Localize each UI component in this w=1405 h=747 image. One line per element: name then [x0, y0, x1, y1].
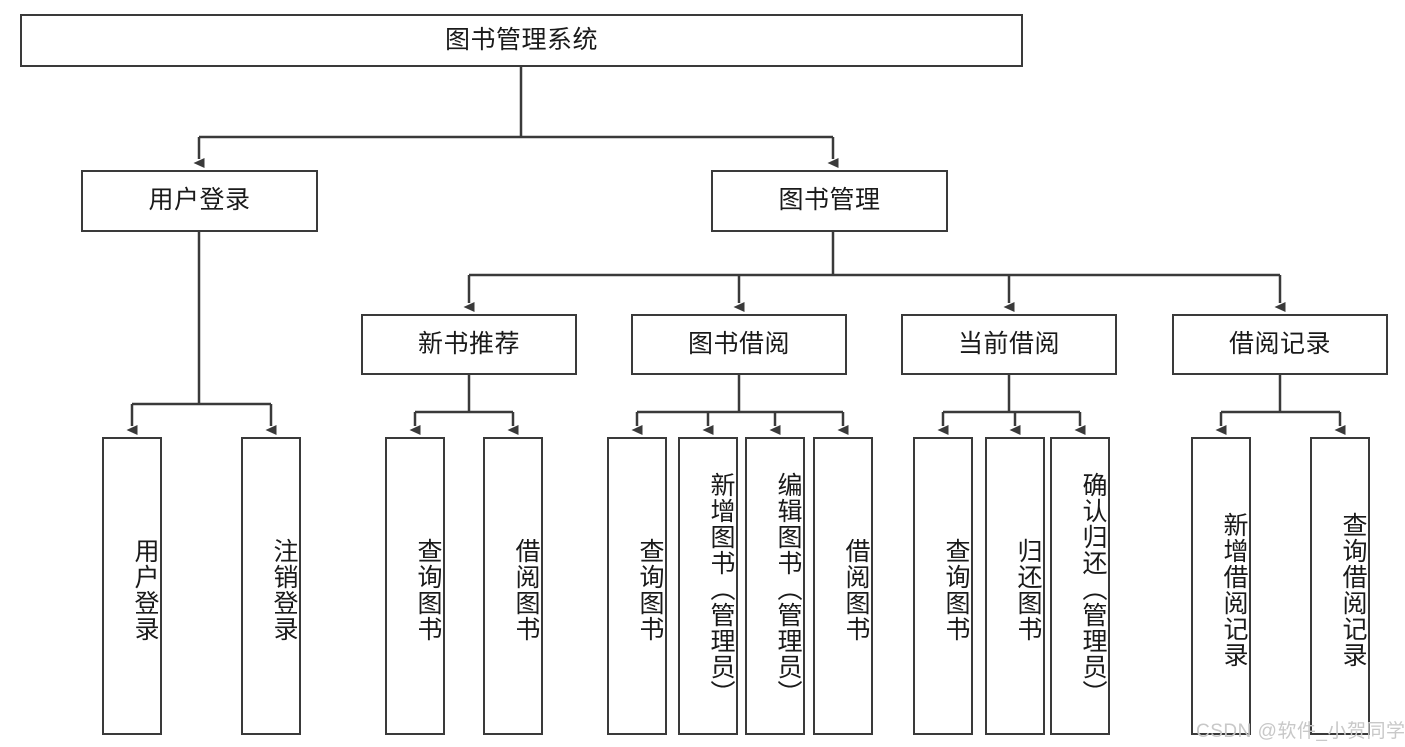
- node-book-management[interactable]: 图书管理: [711, 170, 948, 232]
- leaf-query-book-recommend[interactable]: 查询图书: [385, 437, 445, 735]
- node-current-borrow-label: 当前借阅: [957, 329, 1060, 358]
- leaf-logout[interactable]: 注销登录: [241, 437, 301, 735]
- leaf-query-borrow-record-label: 查询借阅记录: [1339, 512, 1367, 668]
- leaf-confirm-return-admin[interactable]: 确认归还（管理员）: [1050, 437, 1110, 735]
- leaf-add-book-admin[interactable]: 新增图书（管理员）: [678, 437, 738, 735]
- leaf-return-book[interactable]: 归还图书: [985, 437, 1045, 735]
- leaf-add-borrow-record[interactable]: 新增借阅记录: [1191, 437, 1251, 735]
- leaf-add-book-admin-label: 新增图书（管理员）: [707, 472, 735, 706]
- watermark-text: CSDN @软件_小贺同学: [1196, 721, 1405, 742]
- leaf-logout-label: 注销登录: [270, 538, 298, 642]
- leaf-return-book-label: 归还图书: [1014, 538, 1042, 642]
- node-book-management-label: 图书管理: [778, 186, 881, 215]
- node-root[interactable]: 图书管理系统: [20, 14, 1023, 67]
- leaf-borrow-book-recommend[interactable]: 借阅图书: [483, 437, 543, 735]
- leaf-add-borrow-record-label: 新增借阅记录: [1220, 512, 1248, 668]
- leaf-confirm-return-admin-label: 确认归还（管理员）: [1079, 472, 1107, 706]
- node-book-borrow[interactable]: 图书借阅: [631, 314, 847, 375]
- node-borrow-record-label: 借阅记录: [1228, 329, 1331, 358]
- leaf-borrow-book[interactable]: 借阅图书: [813, 437, 873, 735]
- node-current-borrow[interactable]: 当前借阅: [901, 314, 1117, 375]
- node-book-borrow-label: 图书借阅: [687, 329, 790, 358]
- leaf-user-login[interactable]: 用户登录: [102, 437, 162, 735]
- node-new-book-recommend[interactable]: 新书推荐: [361, 314, 577, 375]
- node-root-label: 图书管理系统: [444, 25, 598, 54]
- leaf-query-book-borrow[interactable]: 查询图书: [607, 437, 667, 735]
- leaf-borrow-book-recommend-label: 借阅图书: [512, 538, 540, 642]
- leaf-query-book-borrow-label: 查询图书: [636, 538, 664, 642]
- leaf-query-book-current-label: 查询图书: [942, 538, 970, 642]
- leaf-query-borrow-record[interactable]: 查询借阅记录: [1310, 437, 1370, 735]
- node-new-book-recommend-label: 新书推荐: [417, 329, 520, 358]
- node-user-login-label: 用户登录: [148, 186, 251, 215]
- leaf-query-book-current[interactable]: 查询图书: [913, 437, 973, 735]
- leaf-borrow-book-label: 借阅图书: [842, 538, 870, 642]
- node-user-login[interactable]: 用户登录: [81, 170, 318, 232]
- leaf-edit-book-admin-label: 编辑图书（管理员）: [774, 472, 802, 706]
- leaf-user-login-label: 用户登录: [131, 538, 159, 642]
- leaf-edit-book-admin[interactable]: 编辑图书（管理员）: [745, 437, 805, 735]
- node-borrow-record[interactable]: 借阅记录: [1172, 314, 1388, 375]
- leaf-query-book-recommend-label: 查询图书: [414, 538, 442, 642]
